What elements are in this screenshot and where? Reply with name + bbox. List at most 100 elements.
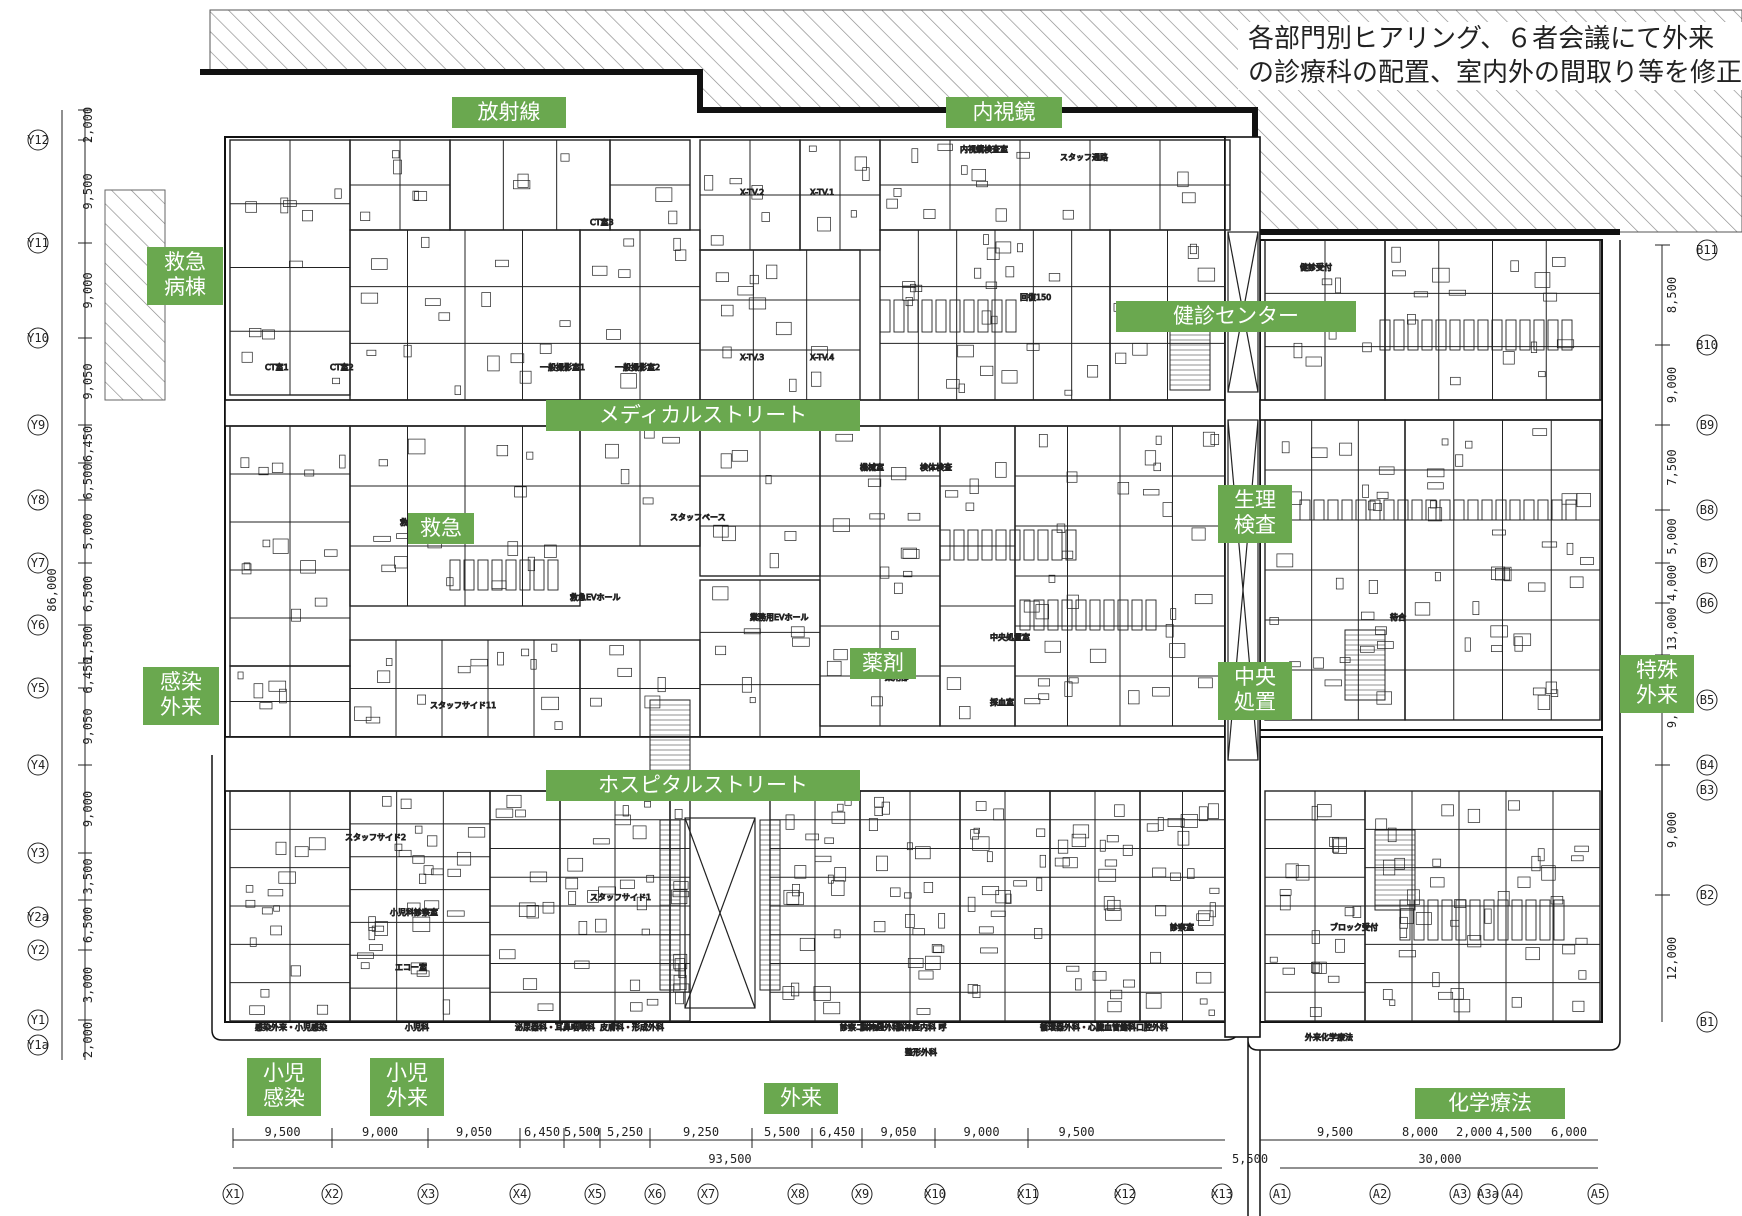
- furniture: [1191, 527, 1206, 541]
- grid-right-bubble-text: B4: [1700, 758, 1714, 772]
- furniture: [1464, 637, 1471, 652]
- furniture: [794, 865, 807, 879]
- furniture: [646, 998, 659, 1006]
- furniture: [995, 890, 1011, 904]
- room-label: 回復150: [1020, 292, 1051, 302]
- furniture: [715, 645, 727, 656]
- furniture: [1199, 998, 1208, 1005]
- grid-row-bubble: [27, 129, 49, 151]
- dimension-value: 3,000: [81, 967, 95, 1003]
- label-endoscopy: 内視鏡: [946, 97, 1062, 128]
- furniture: [324, 549, 338, 557]
- furniture: [1453, 999, 1471, 1013]
- furniture: [1152, 687, 1170, 697]
- red-annotation: 外来化学療法: [1305, 1032, 1353, 1042]
- seat-row: [449, 559, 461, 591]
- furniture: [382, 796, 392, 807]
- furniture: [1413, 291, 1429, 298]
- furniture: [765, 475, 772, 485]
- furniture: [1092, 971, 1107, 981]
- furniture: [1005, 266, 1015, 278]
- furniture: [1195, 971, 1212, 984]
- seat-row: [1413, 899, 1425, 941]
- seat-row: [1561, 319, 1573, 351]
- furniture: [241, 563, 252, 575]
- furniture: [515, 809, 526, 818]
- grid-right-bubble-text: B2: [1700, 888, 1714, 902]
- furniture: [1335, 938, 1345, 953]
- furniture: [995, 462, 1007, 478]
- room-label: CT室2: [330, 362, 354, 372]
- dimension-gap: 5,500: [1232, 1152, 1268, 1166]
- furniture: [1023, 600, 1040, 613]
- furniture: [1382, 989, 1393, 1000]
- furniture: [339, 454, 346, 469]
- furniture: [1503, 566, 1512, 582]
- grid-row-bubble-text: Y8: [31, 493, 45, 507]
- furniture: [544, 544, 557, 558]
- grid-col-bubble: [1587, 1183, 1609, 1205]
- seat-row: [1425, 499, 1437, 521]
- label-physiology: 生理 検査: [1218, 485, 1292, 543]
- furniture: [595, 918, 607, 933]
- furniture: [1541, 541, 1558, 548]
- seat-row: [1449, 319, 1461, 351]
- furniture: [617, 667, 632, 677]
- furniture: [906, 842, 913, 851]
- furniture: [1107, 899, 1121, 911]
- furniture: [786, 892, 804, 906]
- furniture: [813, 986, 831, 1001]
- furniture: [1389, 999, 1396, 1006]
- furniture: [644, 801, 651, 808]
- furniture: [620, 469, 630, 485]
- grid-col-bubble-text: A1: [1273, 1187, 1287, 1201]
- grid-col-bubble-text: A3: [1453, 1187, 1467, 1201]
- furniture: [407, 438, 426, 455]
- furniture: [925, 955, 941, 970]
- furniture: [672, 891, 690, 898]
- grid-row-bubble: [27, 489, 49, 511]
- furniture: [517, 173, 529, 188]
- furniture: [245, 885, 254, 893]
- furniture: [598, 886, 616, 895]
- furniture: [412, 916, 431, 932]
- furniture: [923, 882, 934, 893]
- furniture: [983, 234, 989, 245]
- furniture: [854, 156, 867, 171]
- furniture: [1426, 468, 1445, 478]
- grid-right-bubble: [1696, 414, 1718, 436]
- dimension-total: 93,500: [708, 1152, 751, 1166]
- furniture: [1398, 950, 1416, 958]
- furniture: [300, 560, 316, 574]
- furniture: [903, 570, 913, 578]
- furniture: [243, 562, 251, 570]
- furniture: [1123, 979, 1135, 988]
- dimension-value: 2,000: [1456, 1125, 1492, 1139]
- grid-row-bubble-text: Y1: [31, 1013, 45, 1027]
- furniture: [1465, 440, 1473, 449]
- seat-row: [1453, 499, 1465, 521]
- seat-row: [1411, 499, 1423, 521]
- seat-row: [939, 529, 951, 561]
- furniture: [1394, 857, 1405, 870]
- dimension-value: 8,500: [1665, 277, 1679, 313]
- furniture: [620, 373, 637, 389]
- furniture: [1333, 838, 1347, 854]
- seat-row: [1435, 319, 1447, 351]
- furniture: [381, 564, 396, 573]
- seat-row: [1439, 499, 1451, 521]
- furniture: [946, 379, 960, 389]
- furniture: [644, 695, 661, 709]
- furniture: [792, 637, 810, 647]
- furniture: [980, 947, 998, 954]
- furniture: [1150, 951, 1162, 964]
- furniture: [720, 453, 732, 469]
- red-annotation: 歯科口腔外科: [1120, 1022, 1168, 1032]
- dimension-value: 12,000: [1665, 937, 1679, 980]
- room-label: エコー室: [395, 962, 427, 972]
- seat-row: [1553, 899, 1565, 941]
- furniture: [373, 535, 391, 542]
- grid-row-bubble-text: Y2: [31, 943, 45, 957]
- room-label: 検体検査: [920, 462, 952, 472]
- furniture: [785, 814, 795, 830]
